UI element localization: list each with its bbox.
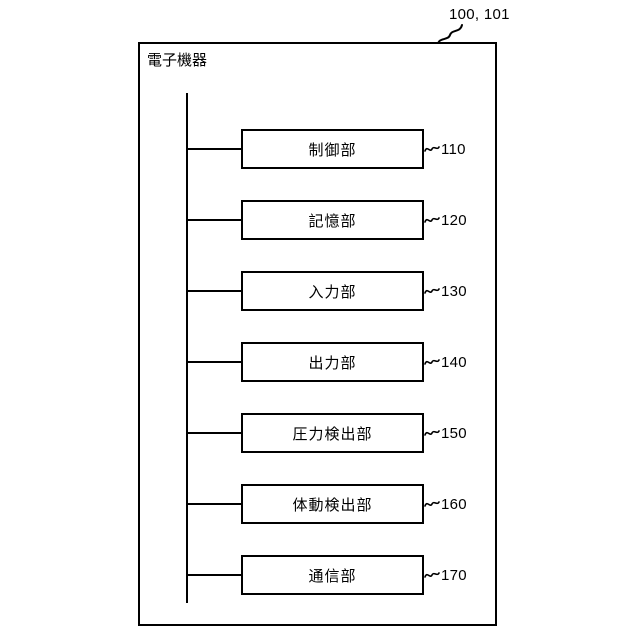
block-reference-160: 160 — [424, 494, 467, 514]
top-reference-label: 100, 101 — [449, 6, 510, 23]
tilde-leader-icon — [424, 430, 440, 436]
tilde-leader-icon — [424, 146, 440, 152]
tilde-leader-icon — [424, 359, 440, 365]
block-label: 入力部 — [308, 283, 357, 301]
connector-line — [186, 361, 243, 363]
tilde-leader-icon — [424, 288, 440, 294]
block-output-unit: 出力部 — [241, 342, 424, 382]
reference-numeral: 160 — [441, 495, 467, 513]
tilde-leader-icon — [424, 501, 440, 507]
connector-line — [186, 148, 243, 150]
reference-numeral: 170 — [441, 566, 467, 584]
tilde-leader-icon — [424, 217, 440, 223]
reference-numeral: 120 — [441, 211, 467, 229]
connector-line — [186, 432, 243, 434]
block-reference-110: 110 — [424, 139, 466, 159]
connector-line — [186, 503, 243, 505]
block-label: 出力部 — [308, 354, 357, 372]
reference-numeral: 150 — [441, 424, 467, 442]
connector-line — [186, 219, 243, 221]
block-storage-unit: 記憶部 — [241, 200, 424, 240]
bus-line — [186, 93, 188, 603]
tilde-leader-icon — [424, 572, 440, 578]
connector-line — [186, 574, 243, 576]
block-communication-unit: 通信部 — [241, 555, 424, 595]
block-reference-140: 140 — [424, 352, 467, 372]
block-body-motion-detection-unit: 体動検出部 — [241, 484, 424, 524]
block-reference-120: 120 — [424, 210, 467, 230]
block-control-unit: 制御部 — [241, 129, 424, 169]
top-reference-leader-squiggle-icon — [437, 24, 463, 46]
block-label: 体動検出部 — [292, 496, 373, 514]
connector-line — [186, 290, 243, 292]
block-label: 圧力検出部 — [292, 425, 373, 443]
block-label: 記憶部 — [308, 212, 357, 230]
device-title: 電子機器 — [147, 52, 208, 69]
block-reference-150: 150 — [424, 423, 467, 443]
block-label: 制御部 — [308, 141, 357, 159]
reference-numeral: 140 — [441, 353, 467, 371]
reference-numeral: 130 — [441, 282, 467, 300]
block-reference-170: 170 — [424, 565, 467, 585]
block-pressure-detection-unit: 圧力検出部 — [241, 413, 424, 453]
block-label: 通信部 — [308, 567, 357, 585]
reference-numeral: 110 — [441, 140, 466, 158]
block-input-unit: 入力部 — [241, 271, 424, 311]
block-reference-130: 130 — [424, 281, 467, 301]
